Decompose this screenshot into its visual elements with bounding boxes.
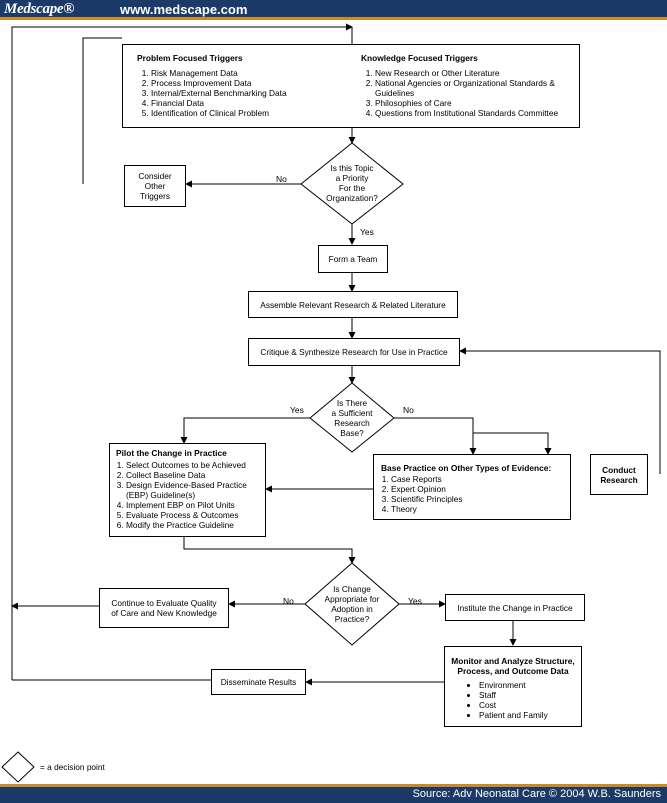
disseminate-results-box: Disseminate Results	[211, 669, 306, 695]
pilot-change-box: Pilot the Change in Practice Select Outc…	[109, 443, 266, 537]
institute-change-box: Institute the Change in Practice	[445, 594, 585, 621]
monitor-item: Cost	[479, 700, 581, 710]
evidence-type: Scientific Principles	[391, 494, 570, 504]
form-team-box: Form a Team	[318, 245, 388, 273]
label-research-yes: Yes	[290, 405, 304, 415]
problem-trigger-item: Process Improvement Data	[151, 78, 349, 88]
pilot-title: Pilot the Change in Practice	[116, 448, 227, 458]
knowledge-trigger-item: New Research or Other Literature	[375, 68, 576, 78]
footer-bar: Source: Adv Neonatal Care © 2004 W.B. Sa…	[0, 784, 667, 803]
pilot-step: Modify the Practice Guideline	[126, 520, 265, 530]
source-credit: Source: Adv Neonatal Care © 2004 W.B. Sa…	[412, 788, 661, 800]
pilot-step: Select Outcomes to be Achieved	[126, 460, 265, 470]
edge-research-no	[391, 417, 477, 455]
edge-pilot-diamond3	[183, 537, 356, 564]
pilot-step: Implement EBP on Pilot Units	[126, 500, 265, 510]
triggers-box: Problem Focused Triggers Risk Management…	[122, 44, 580, 128]
problem-triggers: Problem Focused Triggers Risk Management…	[137, 53, 349, 118]
decision-research-text: Is There a Sufficient Research Base?	[331, 398, 373, 438]
pilot-step: Evaluate Process & Outcomes	[126, 510, 265, 520]
footer-stripe	[0, 784, 667, 787]
header-stripe	[0, 17, 667, 20]
knowledge-trigger-item: National Agencies or Organizational Stan…	[375, 78, 576, 98]
edge-consider-loop	[82, 37, 122, 184]
critique-synthesize-box: Critique & Synthesize Research for Use i…	[248, 338, 460, 366]
edge-no-conduct	[473, 432, 552, 455]
legend-text: = a decision point	[40, 762, 105, 772]
label-adoption-no: No	[283, 596, 294, 606]
label-research-no: No	[403, 405, 414, 415]
edge-outer-loop	[11, 23, 353, 680]
monitor-analyze-box: Monitor and Analyze Structure, Process, …	[444, 646, 582, 727]
evidence-type: Theory	[391, 504, 570, 514]
edge-research-yes	[180, 417, 313, 444]
base-practice-box: Base Practice on Other Types of Evidence…	[373, 454, 571, 520]
label-priority-no: No	[276, 174, 287, 184]
decision-priority-text: Is this Topic a Priority For the Organiz…	[326, 163, 378, 203]
label-priority-yes: Yes	[360, 227, 374, 237]
monitor-title: Monitor and Analyze Structure, Process, …	[451, 656, 575, 676]
base-practice-title: Base Practice on Other Types of Evidence…	[381, 463, 552, 473]
header-bar: Medscape® www.medscape.com	[0, 0, 667, 20]
decision-adoption-text: Is Change Appropriate for Adoption in Pr…	[324, 584, 380, 624]
evidence-type: Case Reports	[391, 474, 570, 484]
label-adoption-yes: Yes	[408, 596, 422, 606]
knowledge-trigger-item: Philosophies of Care	[375, 98, 576, 108]
problem-trigger-item: Risk Management Data	[151, 68, 349, 78]
problem-trigger-item: Financial Data	[151, 98, 349, 108]
monitor-item: Staff	[479, 690, 581, 700]
problem-trigger-item: Identification of Clinical Problem	[151, 108, 349, 118]
knowledge-trigger-item: Questions from Institutional Standards C…	[375, 108, 576, 118]
knowledge-triggers: Knowledge Focused Triggers New Research …	[361, 53, 576, 118]
edge-conduct-critique	[459, 347, 661, 474]
legend-diamond	[1, 751, 35, 783]
pilot-step: Design Evidence-Based Practice (EBP) Gui…	[126, 480, 265, 500]
problem-trigger-item: Internal/External Benchmarking Data	[151, 88, 349, 98]
medscape-logo: Medscape®	[4, 1, 75, 17]
knowledge-triggers-title: Knowledge Focused Triggers	[361, 53, 478, 63]
monitor-item: Patient and Family	[479, 710, 581, 720]
site-url[interactable]: www.medscape.com	[120, 2, 248, 17]
assemble-research-box: Assemble Relevant Research & Related Lit…	[248, 291, 458, 318]
continue-evaluate-box: Continue to Evaluate Quality of Care and…	[99, 588, 229, 628]
problem-triggers-title: Problem Focused Triggers	[137, 53, 243, 63]
evidence-type: Expert Opinion	[391, 484, 570, 494]
diamond-priority	[300, 142, 404, 225]
monitor-item: Environment	[479, 680, 581, 690]
diamond-research-base	[309, 382, 395, 453]
pilot-step: Collect Baseline Data	[126, 470, 265, 480]
consider-triggers-box: Consider Other Triggers	[124, 165, 186, 207]
diamond-adoption	[304, 562, 400, 646]
conduct-research-box: Conduct Research	[590, 454, 648, 495]
